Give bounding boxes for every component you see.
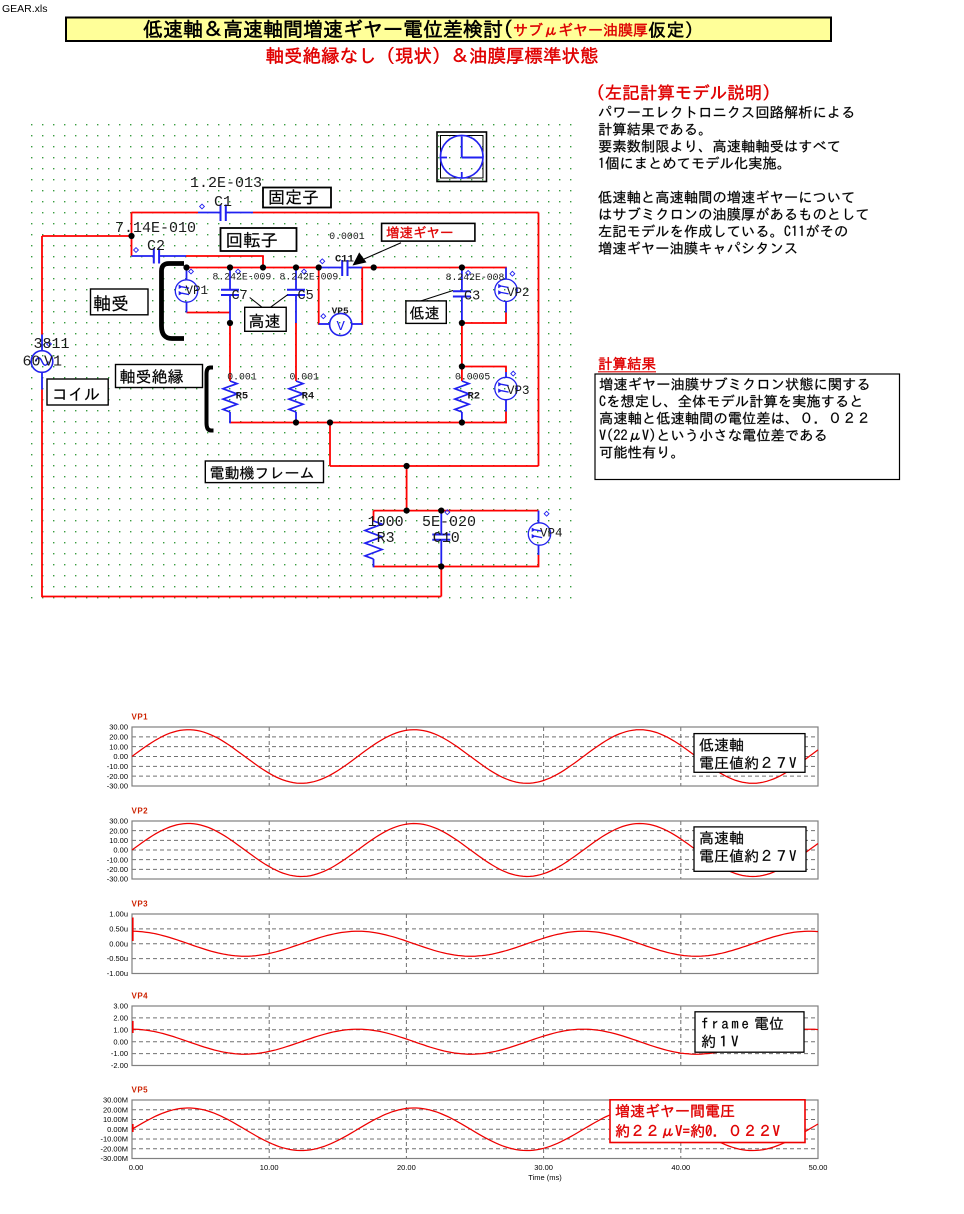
svg-text:0.0005: 0.0005 (455, 372, 490, 383)
svg-text:C10: C10 (433, 530, 460, 547)
svg-text:R4: R4 (302, 391, 315, 403)
svg-text:VP1: VP1 (132, 713, 149, 722)
svg-text:20.00M: 20.00M (103, 1105, 128, 1114)
svg-text:VP3: VP3 (132, 900, 149, 909)
svg-text:VP1: VP1 (186, 284, 209, 298)
svg-text:-10.00M: -10.00M (100, 1135, 128, 1144)
svg-text:20.00: 20.00 (109, 732, 128, 741)
svg-text:-20.00: -20.00 (107, 865, 128, 874)
svg-text:1.00: 1.00 (113, 1025, 128, 1034)
svg-text:Time (ms): Time (ms) (528, 1173, 562, 1182)
svg-text:7.14E-010: 7.14E-010 (115, 220, 196, 237)
svg-text:-10.00: -10.00 (107, 855, 128, 864)
svg-text:-30.00: -30.00 (107, 875, 128, 884)
svg-text:0.001: 0.001 (227, 372, 257, 383)
svg-text:0.00: 0.00 (113, 846, 128, 855)
svg-text:2.00: 2.00 (113, 1014, 128, 1023)
svg-text:C7: C7 (232, 289, 248, 304)
svg-text:VP2: VP2 (132, 807, 149, 816)
svg-text:VP5: VP5 (132, 1086, 149, 1095)
svg-text:8.242E-009: 8.242E-009 (280, 272, 339, 283)
svg-text:1.2E-013: 1.2E-013 (190, 175, 262, 192)
svg-text:R5: R5 (236, 391, 249, 403)
svg-text:60: 60 (23, 354, 41, 371)
svg-text:-30.00: -30.00 (107, 782, 128, 791)
svg-text:30.00: 30.00 (534, 1163, 553, 1172)
svg-text:-1.00: -1.00 (111, 1049, 128, 1058)
svg-text:C11: C11 (335, 254, 354, 266)
svg-text:30.00: 30.00 (109, 723, 128, 732)
svg-text:50.00: 50.00 (809, 1163, 828, 1172)
svg-text:40.00: 40.00 (671, 1163, 690, 1172)
svg-text:30.00: 30.00 (109, 817, 128, 826)
svg-text:C5: C5 (298, 289, 314, 304)
svg-text:GEAR.xls: GEAR.xls (2, 3, 48, 15)
svg-text:10.00M: 10.00M (103, 1115, 128, 1124)
svg-text:-20.00M: -20.00M (100, 1144, 128, 1153)
svg-text:VP3: VP3 (507, 384, 530, 398)
svg-text:C3: C3 (464, 290, 480, 305)
svg-text:20.00: 20.00 (397, 1163, 416, 1172)
svg-text:3811: 3811 (34, 336, 70, 353)
svg-text:0.0001: 0.0001 (329, 231, 364, 242)
svg-text:VP4: VP4 (132, 992, 149, 1001)
svg-text:0.001: 0.001 (290, 372, 320, 383)
svg-text:20.00: 20.00 (109, 826, 128, 835)
svg-text:3.00: 3.00 (113, 1002, 128, 1011)
svg-text:10.00: 10.00 (109, 836, 128, 845)
svg-text:0.00: 0.00 (129, 1163, 144, 1172)
svg-text:0.00: 0.00 (113, 752, 128, 761)
svg-text:V: V (336, 319, 345, 335)
svg-text:0.00: 0.00 (113, 1037, 128, 1046)
svg-text:10.00: 10.00 (109, 742, 128, 751)
svg-text:C2: C2 (147, 238, 165, 255)
svg-text:-20.00: -20.00 (107, 772, 128, 781)
svg-text:-2.00: -2.00 (111, 1061, 128, 1070)
svg-text:1.00u: 1.00u (109, 910, 128, 919)
svg-text:0.00M: 0.00M (107, 1125, 128, 1134)
svg-text:-10.00: -10.00 (107, 762, 128, 771)
svg-text:8.242E-008: 8.242E-008 (446, 272, 505, 283)
svg-text:R2: R2 (468, 391, 481, 403)
svg-text:C1: C1 (214, 194, 232, 211)
svg-text:5E-020: 5E-020 (422, 514, 476, 531)
svg-text:30.00M: 30.00M (103, 1096, 128, 1105)
svg-text:0.00u: 0.00u (109, 939, 128, 948)
svg-text:-0.50u: -0.50u (107, 954, 128, 963)
svg-text:VP4: VP4 (540, 527, 563, 541)
svg-text:10.00: 10.00 (260, 1163, 279, 1172)
svg-text:1000: 1000 (368, 514, 404, 531)
svg-text:-30.00M: -30.00M (100, 1154, 128, 1163)
svg-text:VP5: VP5 (332, 306, 349, 317)
svg-text:R3: R3 (377, 530, 395, 547)
svg-text:VP2: VP2 (507, 286, 530, 300)
svg-text:0.50u: 0.50u (109, 924, 128, 933)
svg-text:8.242E-009: 8.242E-009 (213, 272, 272, 283)
svg-text:V1: V1 (44, 354, 62, 371)
svg-text:-1.00u: -1.00u (107, 969, 128, 978)
